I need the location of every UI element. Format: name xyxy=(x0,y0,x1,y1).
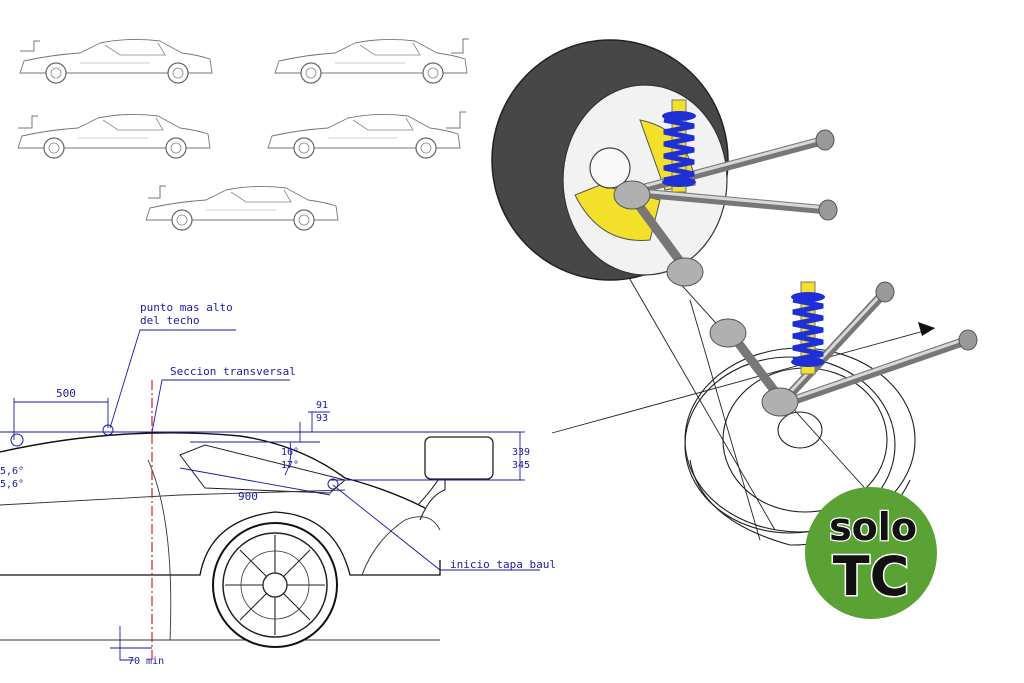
label-inicio-tapa: inicio tapa baul xyxy=(450,558,556,571)
car-thumbnail-4 xyxy=(267,111,466,159)
label-del-techo: del techo xyxy=(140,314,200,327)
dim-70-min: 70 min xyxy=(128,656,164,667)
logo-text-tc: TC xyxy=(833,545,909,608)
logo-text-solo: solo xyxy=(829,505,917,549)
label-punto-alto: punto mas alto xyxy=(140,301,233,314)
upper-coilover xyxy=(662,99,696,193)
suspension-diagram xyxy=(491,39,978,546)
lower-coilover xyxy=(791,281,825,375)
dim-900: 900 xyxy=(238,490,258,503)
arrow-head xyxy=(918,322,935,336)
car-thumbnail-1 xyxy=(19,38,213,84)
angle-left-1: 5,6° xyxy=(0,466,24,477)
dim-345: 345 xyxy=(512,460,530,471)
car-thumbnail-3 xyxy=(17,113,211,159)
car-thumbnail-5 xyxy=(145,185,339,231)
angle-16: 16° xyxy=(281,447,299,458)
roof-line xyxy=(0,432,426,509)
dim-91: 91 xyxy=(316,400,328,411)
dim-339: 339 xyxy=(512,447,530,458)
car-thumbnail-2 xyxy=(274,38,469,84)
angle-left-2: 5,6° xyxy=(0,479,24,490)
solo-tc-logo: solo TC xyxy=(805,487,937,619)
technical-side-drawing: punto mas alto del techo Seccion transve… xyxy=(0,301,556,667)
dim-93: 93 xyxy=(316,413,328,424)
rear-wing-section xyxy=(424,436,494,480)
dim-500: 500 xyxy=(56,387,76,400)
body-lower-line xyxy=(0,511,441,576)
label-seccion: Seccion transversal xyxy=(170,365,296,378)
angle-17: 17° xyxy=(281,460,299,471)
rear-wheel xyxy=(212,522,338,648)
